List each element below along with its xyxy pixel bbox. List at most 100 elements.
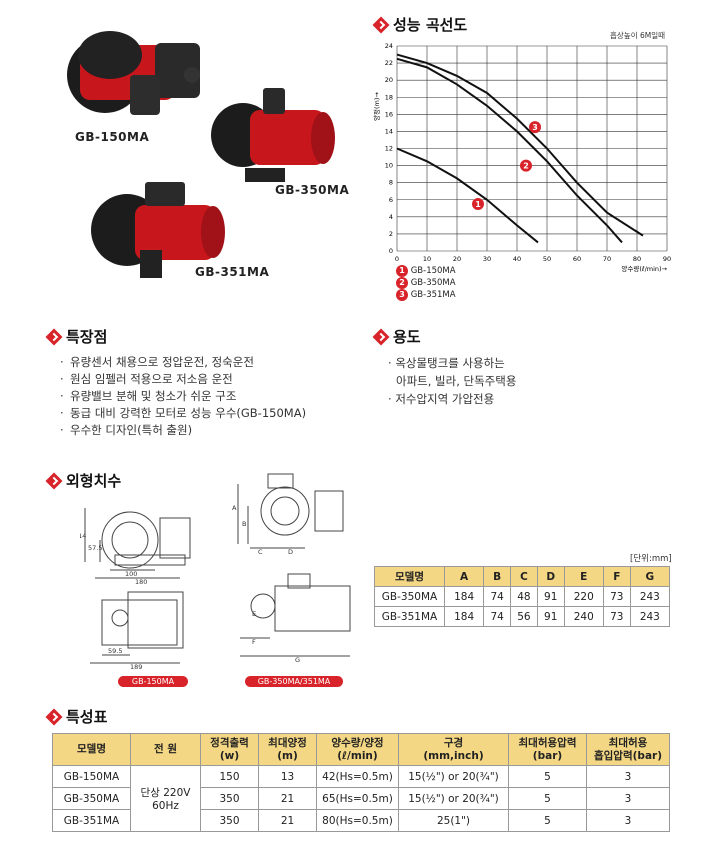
features-title-text: 특장점 [66,328,108,346]
y-tick-label: 22 [385,59,393,67]
table-cell: 5 [508,787,587,810]
table-cell: 3 [586,809,670,832]
series-line-1 [396,147,539,244]
table-header: 최대허용압력 (bar) [508,733,587,766]
series-marker-3 [529,121,541,134]
table-cell: 243 [629,586,671,607]
series-marker-1 [472,198,484,211]
table-cell: 21 [258,809,317,832]
table-header: 모델명 [52,733,131,766]
table-header: C [510,566,538,587]
specs-title-text: 특성표 [66,708,108,726]
table-header: 모델명 [374,566,445,587]
list-item: · 저수압지역 가압전용 [388,392,495,406]
performance-note: 흡상높이 6M일때 [610,31,666,40]
series-marker-label-1: 1 [475,200,481,209]
list-item: 유량밸브 분해 및 청소가 쉬운 구조 [60,388,306,405]
table-cell: 74 [483,586,512,607]
y-tick-label: 0 [389,247,393,255]
list-item: · 옥상물탱크를 사용하는 [388,356,505,370]
list-item: 우수한 디자인(특허 출원) [60,422,306,439]
table-cell: 184 [443,606,485,627]
table-header: 최대허용 흡입압력(bar) [586,733,670,766]
table-cell: 80(Hs=0.5m) [316,809,399,832]
dim-label-b: B [242,520,246,528]
usage-title-text: 용도 [393,328,421,346]
dimension-unit: [단위:mm] [630,554,672,564]
table-row: GB-351MA 184 74 56 91 240 73 243 [374,606,671,627]
table-cell: GB-351MA [52,809,131,832]
table-header: A [443,566,485,587]
dimension-caption-gb150: GB-150MA [118,676,188,687]
y-tick-label: 20 [385,76,393,84]
table-header-row: 모델명 A B C D E F G [374,566,671,587]
dim-label-189: 189 [130,663,142,670]
legend-label-2: GB-350MA [410,278,456,288]
table-header: G [629,566,671,587]
y-tick-label: 6 [389,196,393,204]
x-tick-label: 90 [663,255,671,263]
chart-legend: 1 GB-150MA 2 GB-350MA 3 GB-351MA [396,265,456,301]
dim-label-a: A [232,504,237,512]
legend-item: 3 GB-351MA [396,289,456,301]
table-cell: 65(Hs=0.5m) [316,787,399,810]
legend-badge-3: 3 [396,289,408,301]
y-tick-label: 2 [389,230,393,238]
table-cell: 91 [536,606,565,627]
x-tick-label: 10 [423,255,431,263]
table-cell: 73 [602,606,631,627]
table-cell: 91 [536,586,565,607]
y-tick-label: 10 [385,162,393,170]
x-tick-label: 0 [395,255,399,263]
dim-label-f: F [252,638,256,646]
dim-label-g: G [295,656,300,664]
dimension-drawing-gb350: A B C D E F G [232,473,351,664]
series-line-3 [396,53,644,237]
product-label-gb350: GB-350MA [275,183,350,197]
table-header: F [602,566,631,587]
list-item: 아파트, 빌라, 단독주택용 [396,374,517,388]
table-cell: 243 [629,606,671,627]
product-label-gb150: GB-150MA [75,130,150,144]
table-header: 전 원 [130,733,201,766]
table-cell: GB-350MA [52,787,131,810]
series-marker-2 [520,159,532,172]
table-header: 정격출력 (w) [200,733,259,766]
dim-label-e: E [252,610,256,618]
x-tick-label: 40 [513,255,521,263]
table-cell: GB-350MA [374,586,445,607]
dim-label-114: 114 [80,532,86,540]
series-marker-label-2: 2 [523,162,529,171]
x-tick-label: 70 [603,255,611,263]
table-row: GB-351MA 350 21 80(Hs=0.5m) 25(1") 5 3 [52,809,670,832]
dimensions-title-text: 외형치수 [66,472,122,490]
y-tick-label: 12 [385,145,393,153]
y-tick-label: 16 [385,110,393,118]
product-photo-gb150 [60,15,210,120]
features-section-title: 특장점 [45,326,108,347]
table-cell: 3 [586,765,670,788]
y-tick-label: 14 [385,127,393,135]
table-cell: 42(Hs=0.5m) [316,765,399,788]
usage-section-title: 용도 [372,326,421,347]
spec-table: 모델명 전 원 정격출력 (w) 최대양정 (m) 양수량/양정 (ℓ/min)… [52,733,670,832]
table-cell: 21 [258,787,317,810]
table-header: 최대양정 (m) [258,733,317,766]
dim-label-d: D [288,548,293,556]
table-header: 구경 (mm,inch) [398,733,509,766]
arrow-bullet-icon [45,708,63,725]
table-cell: 13 [258,765,317,788]
dimension-caption-gb350: GB-350MA/351MA [245,676,343,687]
table-cell: 5 [508,765,587,788]
x-tick-label: 50 [543,255,551,263]
dim-label-c: C [258,548,263,556]
list-item: 동급 대비 강력한 모터로 성능 우수(GB-150MA) [60,405,306,422]
usage-list: · 옥상물탱크를 사용하는 아파트, 빌라, 단독주택용 · 저수압지역 가압전… [388,354,516,408]
dim-label-100: 100 [125,570,137,578]
legend-badge-1: 1 [396,265,408,277]
table-cell: GB-150MA [52,765,131,788]
x-axis-label: 양수량(ℓ/min)→ [621,265,667,273]
arrow-bullet-icon [372,16,390,33]
table-cell: 48 [510,586,538,607]
